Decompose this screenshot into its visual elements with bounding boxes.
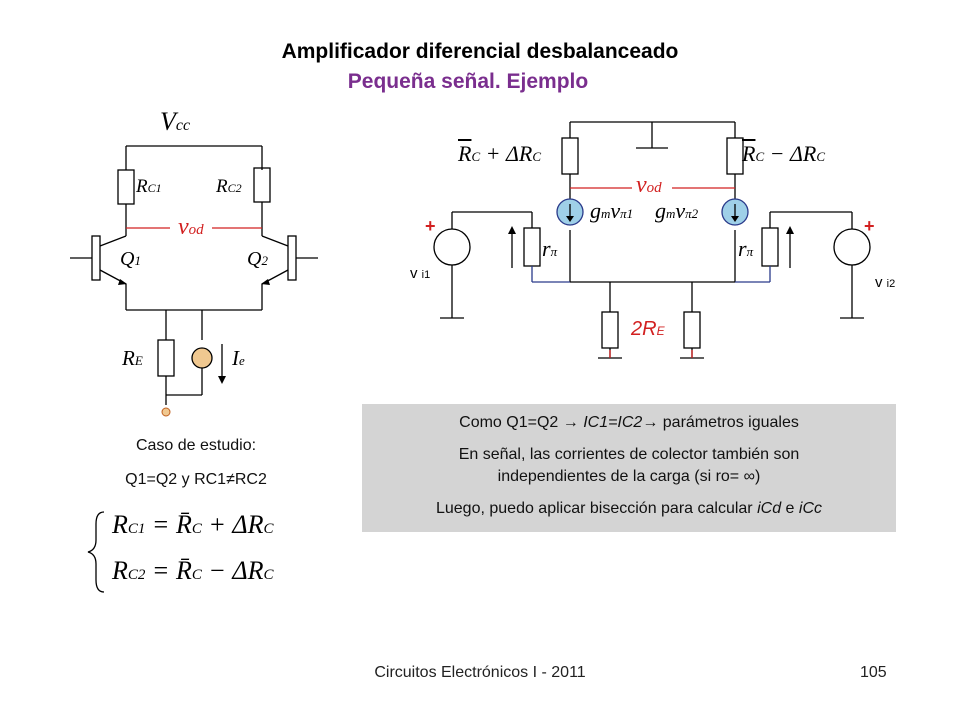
ie-label: Ie	[232, 346, 245, 370]
left-circuit	[70, 145, 318, 405]
q1-label: Q1	[120, 248, 141, 270]
q2-label: Q2	[247, 248, 268, 270]
re-resistor	[157, 339, 175, 377]
info-line-3: independientes de la carga (si ro= ∞)	[497, 468, 761, 485]
rpi2-resistor	[761, 227, 779, 267]
vcc-label: Vcc	[160, 107, 191, 136]
rc1-resistor	[117, 169, 135, 205]
info-box: Como Q1=Q2 → IC1=IC2→ parámetros iguales…	[362, 404, 896, 532]
re2-resistor-1	[601, 311, 619, 349]
re2-label: 2RE	[631, 318, 665, 340]
equation-rc1: RC1 = R̄C + ΔRC	[112, 510, 274, 539]
rc-minus-resistor	[726, 137, 744, 175]
footer-text: Circuitos Electrónicos I - 2011	[374, 664, 586, 681]
case-study-label: Caso de estudio:	[135, 437, 257, 454]
gm2-label: gmvπ2	[655, 198, 699, 223]
gm2-current-source	[721, 198, 749, 226]
gm1-current-source	[556, 198, 584, 226]
q1-transistor	[70, 235, 127, 285]
rc2-resistor	[253, 167, 271, 203]
vi2-label: v i2	[875, 274, 896, 291]
ie-current-source	[191, 347, 213, 369]
rc1-label: RC1	[136, 176, 162, 197]
vod-label-right: vod	[636, 172, 662, 198]
re-label: RE	[122, 346, 143, 370]
vi1-source	[433, 228, 471, 266]
rc-minus-label: RC − ΔRC	[742, 141, 825, 166]
rpi1-label: rπ	[542, 236, 558, 261]
info-line-2: En señal, las corrientes de colector tam…	[458, 446, 800, 463]
equation-brace	[87, 511, 105, 593]
q2-transistor	[261, 235, 318, 285]
vee-terminal	[161, 407, 171, 417]
rpi1-resistor	[523, 227, 541, 267]
equation-rc2: RC2 = R̄C − ΔRC	[112, 556, 274, 585]
vi1-plus-sign: +	[425, 216, 436, 236]
rpi2-label: rπ	[738, 236, 754, 261]
vod-label-left: vod	[178, 214, 204, 240]
gm1-label: gmvπ1	[590, 198, 634, 223]
vi2-plus-sign: +	[864, 216, 875, 236]
rc-plus-label: RC + ΔRC	[458, 141, 541, 166]
info-line-4: Luego, puedo aplicar bisección para calc…	[435, 500, 822, 517]
rc2-label: RC2	[216, 176, 242, 197]
rc-plus-resistor	[561, 137, 579, 175]
page-number: 105	[860, 664, 887, 681]
slide-title: Amplificador diferencial desbalanceado	[281, 40, 679, 63]
re2-resistor-2	[683, 311, 701, 349]
info-line-1: Como Q1=Q2 → IC1=IC2→ parámetros iguales	[459, 414, 799, 431]
vi1-label: v i1	[410, 265, 431, 282]
slide-subtitle: Pequeña señal. Ejemplo	[347, 70, 589, 93]
case-study-condition: Q1=Q2 y RC1≠RC2	[125, 471, 267, 488]
